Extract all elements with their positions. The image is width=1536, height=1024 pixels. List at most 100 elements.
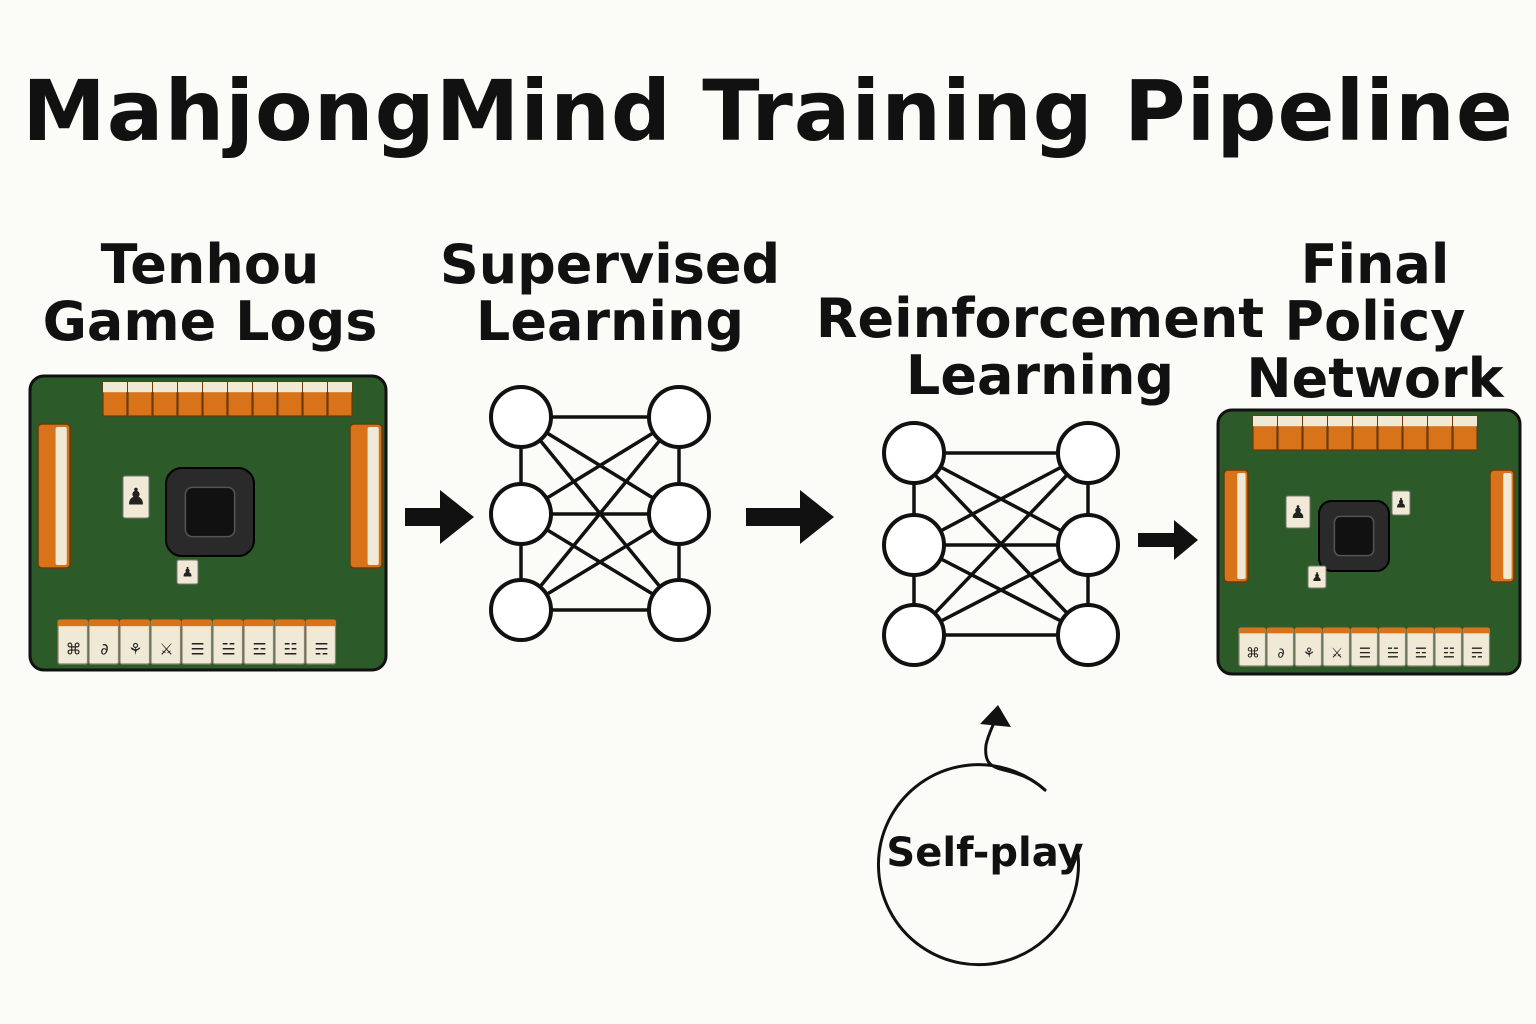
hand-tile-back bbox=[1407, 628, 1434, 634]
network-node bbox=[882, 603, 946, 667]
hand-tile-back bbox=[89, 620, 119, 627]
tile-glyph: ☲ bbox=[1415, 646, 1427, 662]
network-edge bbox=[519, 415, 681, 612]
stage-label-line: Final bbox=[1300, 233, 1450, 296]
tile-glyph: ☱ bbox=[221, 639, 235, 658]
tile-edge bbox=[328, 382, 352, 393]
tile-edge bbox=[1378, 416, 1402, 427]
tile-glyph: ☰ bbox=[190, 639, 204, 658]
tile-wall-edge bbox=[367, 427, 379, 565]
stage-label-supervised: Supervised Learning bbox=[420, 236, 800, 350]
hand-tile-back bbox=[213, 620, 243, 627]
tile-glyph: ♟ bbox=[126, 485, 147, 511]
network-edge bbox=[913, 543, 1089, 637]
tile-glyph: ☳ bbox=[1443, 646, 1455, 662]
stage-label-line: Policy bbox=[1284, 290, 1466, 353]
mahjong-table-final-policy: ♟♟♟⌘∂⚘⚔☰☱☲☳☴ bbox=[1216, 408, 1522, 676]
discarded-tile bbox=[176, 559, 199, 585]
tile-glyph: ♟ bbox=[1290, 503, 1306, 523]
stage-label-line: Supervised bbox=[439, 233, 781, 296]
stage-label-final-policy: Final Policy Network bbox=[1240, 236, 1510, 407]
tile-wall-edge bbox=[1237, 473, 1246, 579]
tile-edge bbox=[278, 382, 302, 393]
tile-edge bbox=[1253, 416, 1277, 427]
network-node bbox=[647, 482, 711, 546]
network-node bbox=[647, 385, 711, 449]
self-play-loop-icon bbox=[876, 705, 1080, 967]
tile-edge bbox=[1403, 416, 1427, 427]
network-node bbox=[1056, 603, 1120, 667]
hand-tile-back bbox=[275, 620, 305, 627]
hand-tile-back bbox=[58, 620, 88, 627]
tile-edge bbox=[128, 382, 152, 393]
network-node bbox=[647, 578, 711, 642]
hand-tile-back bbox=[1351, 628, 1378, 634]
tile-glyph: ♟ bbox=[182, 565, 194, 580]
network-node bbox=[489, 482, 553, 546]
tile-edge bbox=[178, 382, 202, 393]
table-center-inner bbox=[184, 486, 236, 538]
network-node bbox=[489, 385, 553, 449]
tile-edge bbox=[1278, 416, 1302, 427]
stage-label-line: Tenhou bbox=[100, 233, 320, 296]
discarded-tile bbox=[1285, 495, 1311, 529]
tile-glyph: ☰ bbox=[1359, 646, 1371, 662]
tile-glyph: ♟ bbox=[1395, 496, 1407, 511]
tile-glyph: ☲ bbox=[252, 639, 266, 658]
network-node bbox=[882, 513, 946, 577]
arrow-right-icon bbox=[1138, 520, 1198, 560]
tile-glyph: ☴ bbox=[1471, 646, 1483, 662]
hand-tile-back bbox=[1267, 628, 1294, 634]
tile-wall-edge bbox=[55, 427, 67, 565]
tile-glyph: ☳ bbox=[283, 639, 297, 658]
network-edge bbox=[913, 451, 1089, 547]
hand-tile-back bbox=[1463, 628, 1490, 634]
stage-label-line: Reinforcement bbox=[815, 287, 1265, 350]
tile-edge bbox=[1353, 416, 1377, 427]
stage-label-line: Learning bbox=[905, 344, 1175, 407]
stage-label-game-logs: Tenhou Game Logs bbox=[30, 236, 390, 350]
discarded-tile bbox=[122, 475, 150, 519]
tile-edge bbox=[103, 382, 127, 393]
tile-edge bbox=[253, 382, 277, 393]
stage-label-line: Learning bbox=[475, 290, 745, 353]
tile-glyph: ☴ bbox=[314, 639, 328, 658]
hand-tile-back bbox=[120, 620, 150, 627]
tile-edge bbox=[303, 382, 327, 393]
tile-glyph: ⌘ bbox=[1246, 646, 1260, 662]
hand-tile-back bbox=[1379, 628, 1406, 634]
tile-glyph: ☱ bbox=[1387, 646, 1399, 662]
stage-label-reinforcement: Reinforcement Learning bbox=[815, 290, 1265, 404]
network-node bbox=[1056, 513, 1120, 577]
tile-glyph: ∂ bbox=[100, 639, 108, 658]
tile-glyph: ⚘ bbox=[1303, 646, 1315, 662]
self-play-label: Self-play bbox=[886, 830, 1083, 876]
arrow-right-icon bbox=[405, 490, 474, 544]
hand-tile-back bbox=[1323, 628, 1350, 634]
hand-tile-back bbox=[182, 620, 212, 627]
hand-tile-back bbox=[306, 620, 336, 627]
tile-edge bbox=[228, 382, 252, 393]
tile-edge bbox=[1453, 416, 1477, 427]
tile-glyph: ∂ bbox=[1277, 646, 1284, 662]
network-edge bbox=[912, 451, 1090, 637]
tile-edge bbox=[153, 382, 177, 393]
tile-glyph: ♟ bbox=[1312, 570, 1323, 584]
tile-glyph: ⌘ bbox=[66, 639, 82, 658]
mahjong-table-game-logs: ♟♟⌘∂⚘⚔☰☱☲☳☴ bbox=[28, 374, 388, 672]
tile-wall-edge bbox=[1503, 473, 1512, 579]
tile-edge bbox=[203, 382, 227, 393]
hand-tile-back bbox=[1295, 628, 1322, 634]
tile-glyph: ⚔ bbox=[159, 639, 173, 658]
stage-label-line: Network bbox=[1246, 347, 1504, 410]
tile-edge bbox=[1428, 416, 1452, 427]
hand-tile-back bbox=[1435, 628, 1462, 634]
neural-network-reinforcement bbox=[882, 421, 1120, 667]
discarded-tile bbox=[1307, 565, 1327, 589]
network-node bbox=[1056, 421, 1120, 485]
neural-network-supervised bbox=[489, 385, 711, 642]
diagram-title: MahjongMind Training Pipeline bbox=[22, 62, 1514, 160]
hand-tile-back bbox=[151, 620, 181, 627]
